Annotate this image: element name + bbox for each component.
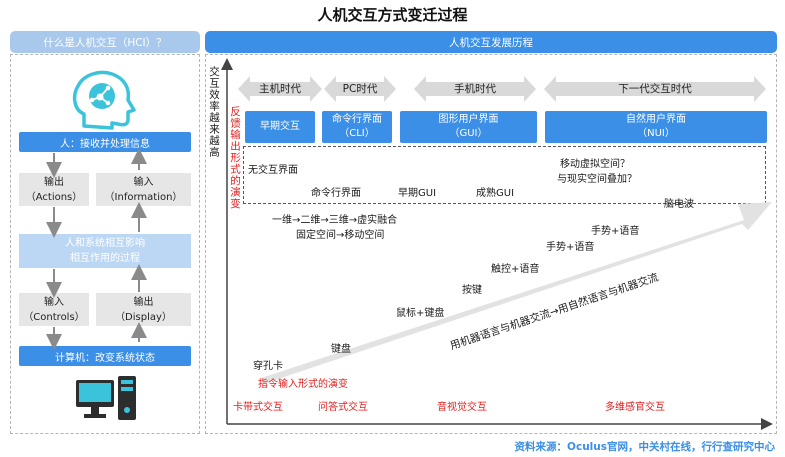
output-actions-box: 输出 （Actions） [19, 173, 89, 206]
hci-history-header: 人机交互发展历程 [205, 31, 777, 53]
hci-history-panel [205, 54, 777, 434]
keys-label: 按键 [462, 285, 482, 296]
stage-qa: 问答式交互 [318, 402, 368, 413]
output-actions-line1: 输出 [44, 176, 64, 188]
page-title: 人机交互方式变迁过程 [317, 6, 468, 24]
output-actions-line2: （Actions） [25, 191, 83, 203]
interaction-line2: 相互作用的过程 [70, 253, 140, 264]
output-display-box: 输出 （Display） [96, 293, 191, 326]
punch-card-label: 穿孔卡 [253, 361, 283, 372]
gesture-voice-label-2: 手势+语音 [591, 226, 640, 237]
real-overlay-label: 与现实空间叠加？ [557, 174, 637, 185]
hci-definition-header: 什么是人机交互（HCI）？ [10, 31, 200, 53]
interface-nui-line2: （NUI） [637, 128, 675, 139]
input-evolution-label: 指令输入形式的演变 [258, 379, 348, 390]
era-pc: PC时代 [342, 82, 378, 95]
interface-nui-line1: 自然用户界面 [626, 114, 686, 125]
era-mobile: 手机时代 [454, 82, 496, 95]
era-mainframe: 主机时代 [259, 82, 301, 95]
y-axis-label: 交互效率越来越高 [208, 66, 220, 158]
stage-cartridge: 卡带式交互 [233, 402, 283, 413]
stage-audiovisual: 音视觉交互 [437, 402, 487, 413]
feedback-box [243, 146, 766, 204]
interaction-line1: 人和系统相互影响 [65, 238, 145, 249]
feedback-evolution-label: 反馈输出形式的演变 [229, 106, 241, 210]
era-next-gen: 下一代交互时代 [618, 82, 692, 95]
axes [221, 58, 773, 430]
mature-gui-label: 成熟GUI [476, 188, 515, 199]
human-brain-icon [72, 70, 136, 130]
output-display-line2: （Display） [115, 311, 172, 323]
output-display-line1: 输出 [133, 296, 154, 308]
touch-voice-label: 触控+语音 [491, 264, 540, 275]
stage-multisensory: 多维感官交互 [605, 402, 665, 413]
hci-definition-panel [10, 54, 200, 434]
era-arrows [238, 76, 766, 102]
interface-gui-line1: 图形用户界面 [438, 114, 499, 125]
cli-label: 命令行界面 [311, 188, 361, 199]
input-controls-box: 输入 （Controls） [19, 293, 89, 326]
flow-arrows [46, 150, 147, 350]
gesture-voice-label-1: 手势+语音 [546, 242, 595, 253]
input-controls-line2: （Controls） [23, 311, 85, 323]
mouse-keyboard-label: 鼠标+键盘 [396, 308, 445, 319]
dimension-evolution-line1: 一维→二维→三维→虚实融合 [272, 215, 398, 226]
interface-early: 早期交互 [245, 111, 315, 143]
dimension-evolution-line2: 固定空间→移动空间 [296, 230, 385, 241]
interaction-process-box: 人和系统相互影响 相互作用的过程 [19, 234, 191, 268]
interface-cli: 命令行界面 （CLI） [322, 111, 392, 143]
input-controls-line1: 输入 [44, 296, 64, 308]
interface-gui: 图形用户界面 （GUI） [400, 111, 537, 143]
interface-early-line1: 早期交互 [260, 121, 300, 132]
human-box: 人：接收并处理信息 [19, 132, 191, 152]
bci-label: 脑电波 [664, 199, 694, 210]
interface-gui-line2: （GUI） [449, 128, 488, 139]
early-gui-label: 早期GUI [398, 188, 437, 199]
input-information-box: 输入 （Information） [96, 173, 191, 206]
input-information-line1: 输入 [133, 176, 154, 188]
source-note: 资料来源：Oculus官网，中关村在线，行行查研究中心 [514, 441, 775, 453]
efficiency-arrow [261, 202, 772, 384]
interface-nui: 自然用户界面 （NUI） [545, 111, 767, 143]
computer-icon [76, 376, 136, 420]
interface-cli-line1: 命令行界面 [332, 114, 382, 125]
input-information-line2: （Information） [104, 191, 183, 203]
no-interface-label: 无交互界面 [248, 165, 298, 176]
computer-box: 计算机：改变系统状态 [19, 346, 191, 366]
keyboard-label: 键盘 [331, 344, 351, 355]
interface-cli-line2: （CLI） [339, 128, 375, 139]
mobile-virtual-label: 移动虚拟空间？ [560, 159, 630, 170]
